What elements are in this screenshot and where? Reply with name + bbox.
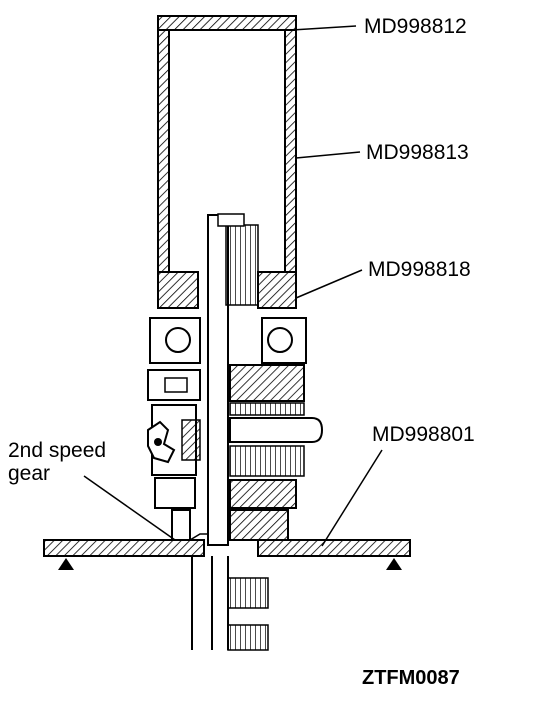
label-md998801: MD998801 [372, 423, 475, 446]
leader-2nd-gear [83, 475, 176, 541]
label-md998813: MD998813 [366, 141, 469, 164]
lower-shaft [191, 556, 269, 651]
label-md998818: MD998818 [368, 258, 471, 281]
leader-md998818 [295, 269, 363, 299]
main-shaft [207, 213, 259, 546]
support-triangle [58, 558, 402, 570]
leader-lines [83, 25, 383, 547]
synchronizer-assembly [147, 369, 201, 509]
figure-code: ZTFM0087 [362, 667, 460, 689]
leader-md998801 [321, 449, 383, 547]
leader-md998813 [295, 151, 361, 159]
label-md998812: MD998812 [364, 15, 467, 38]
bearing [149, 317, 307, 364]
gear-stack [229, 364, 324, 541]
leader-md998812 [291, 25, 357, 31]
plate-tool-md998801 [43, 533, 411, 557]
second-speed-gear [171, 509, 191, 541]
label-gear: gear [8, 462, 51, 485]
label-2nd-speed: 2nd speed [8, 439, 107, 462]
